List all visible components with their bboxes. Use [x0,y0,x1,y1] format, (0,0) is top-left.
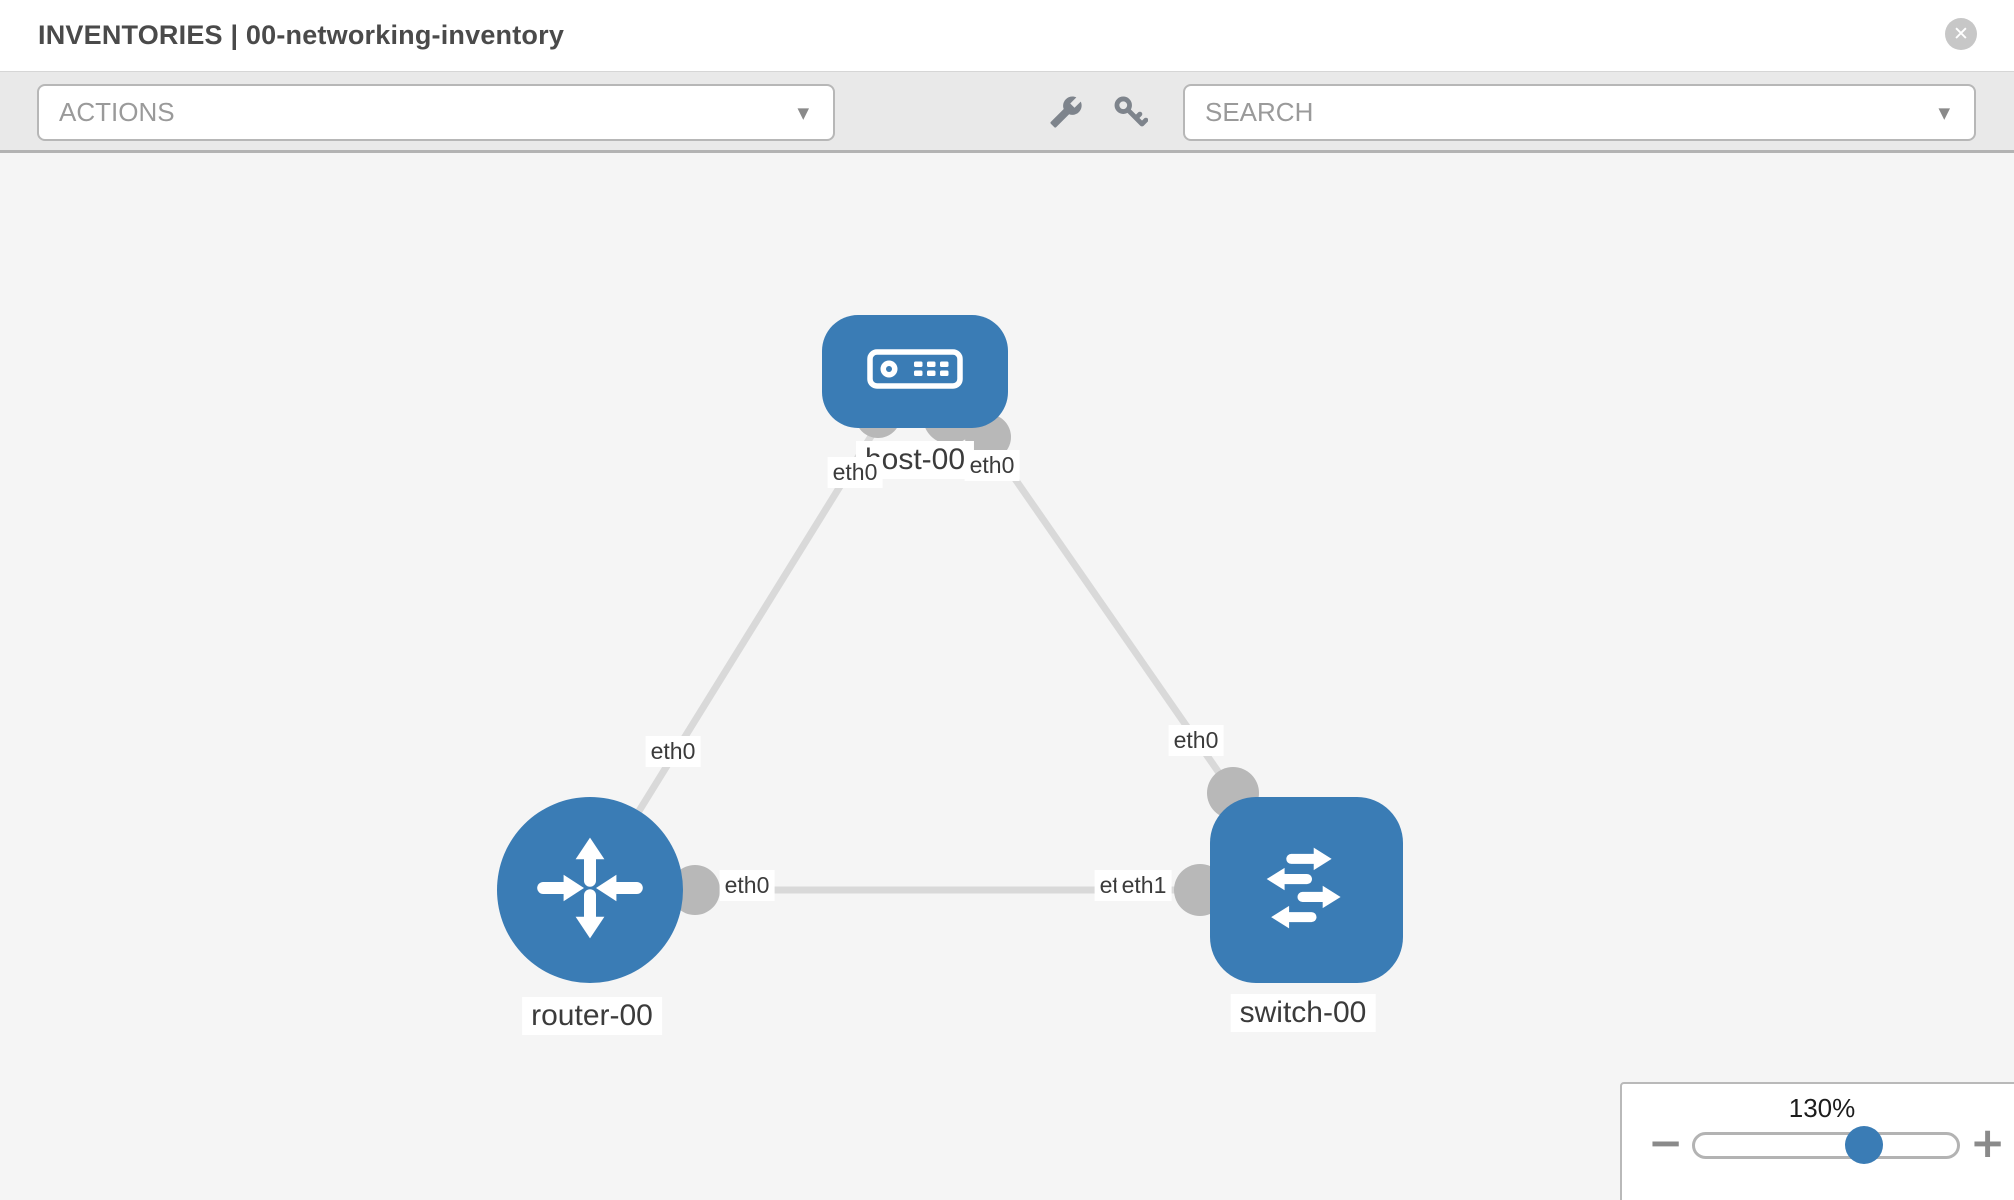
router-device-icon [530,828,650,953]
node-label-switch[interactable]: switch-00 [1230,994,1376,1032]
chevron-down-icon: ▼ [797,103,809,122]
zoom-control-panel: 130% − + [1620,1082,2014,1200]
chevron-down-icon: ▼ [1938,103,1950,122]
node-label-router[interactable]: router-00 [522,997,662,1035]
iface-label-host-right: eth0 [964,450,1020,481]
node-router-00[interactable] [497,797,683,983]
host-device-icon [867,349,963,394]
iface-label-host-left: eth0 [827,457,883,488]
search-dropdown-label: SEARCH [1205,97,1314,127]
wrench-icon [1049,95,1083,134]
key-icon [1112,94,1149,135]
iface-label-switch-top: eth0 [1168,725,1224,756]
zoom-in-icon[interactable]: + [1970,1118,2006,1167]
node-host-00[interactable] [822,315,1008,428]
topology-canvas[interactable]: host-00 router-00 switch-00 eth0 eth0 et… [0,156,2014,1200]
key-button[interactable] [1110,94,1150,134]
close-icon[interactable]: ✕ [1945,18,1977,50]
actions-dropdown-label: ACTIONS [59,97,175,127]
actions-dropdown[interactable]: ACTIONS ▼ [37,84,835,141]
interface-circle-router-right[interactable] [670,865,720,915]
switch-device-icon [1248,832,1366,949]
panel-header: INVENTORIES | 00-networking-inventory ✕ [0,0,2014,72]
zoom-level-value: 130% [1788,1093,1856,1123]
zoom-slider-track[interactable] [1692,1132,1960,1159]
wrench-button[interactable] [1046,94,1086,134]
links-layer [636,390,1259,916]
page-title: INVENTORIES | 00-networking-inventory [38,20,565,50]
node-switch-00[interactable] [1210,797,1403,983]
iface-label-router-right: eth0 [719,870,775,901]
zoom-slider-thumb[interactable] [1845,1126,1883,1164]
iface-label-switch-left-front: eth1 [1116,870,1172,901]
iface-label-router-top: eth0 [645,736,701,767]
zoom-out-icon[interactable]: − [1648,1118,1684,1167]
toolbar: ACTIONS ▼ SEARCH ▼ [0,72,2014,153]
search-dropdown[interactable]: SEARCH ▼ [1183,84,1976,141]
